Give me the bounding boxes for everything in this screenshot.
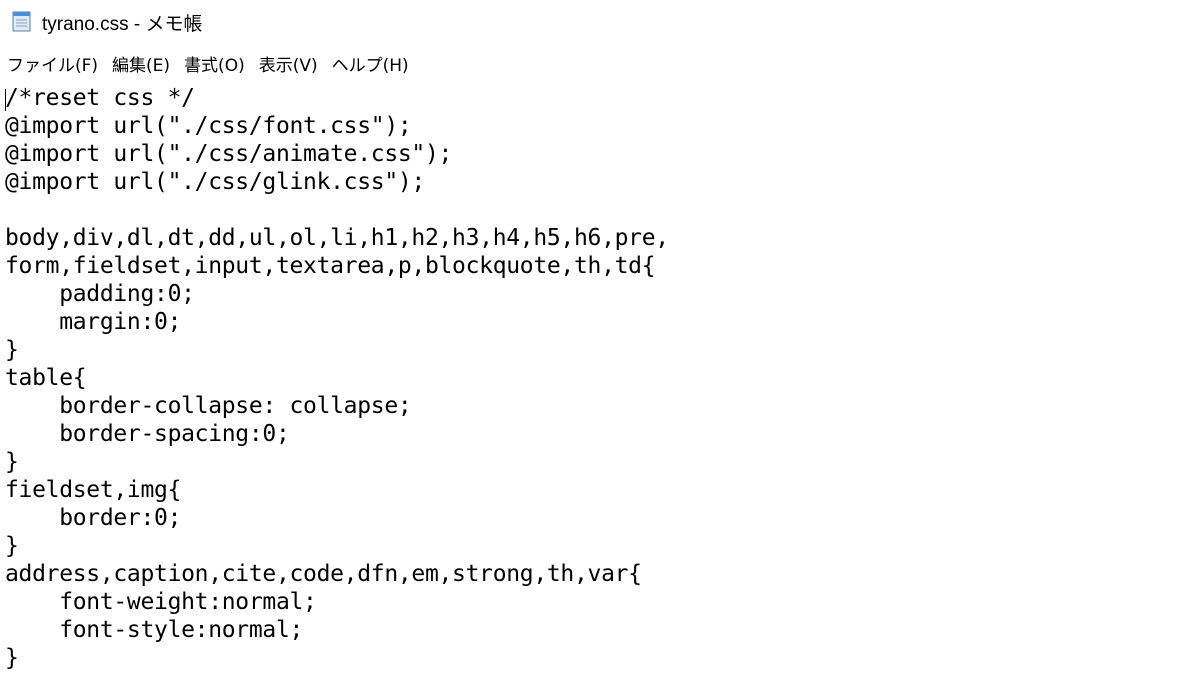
notepad-icon — [12, 11, 31, 32]
menu-bar: ファイル(F) 編集(E) 書式(O) 表示(V) ヘルプ(H) — [0, 52, 416, 80]
menu-file[interactable]: ファイル(F) — [7, 56, 99, 76]
menu-view[interactable]: 表示(V) — [258, 56, 318, 76]
menu-edit[interactable]: 編集(E) — [112, 56, 171, 76]
text-editor[interactable]: /*reset css */ @import url("./css/font.c… — [0, 84, 1200, 675]
menu-help[interactable]: ヘルプ(H) — [331, 56, 409, 76]
text-caret — [5, 89, 6, 111]
window-title: tyrano.css - メモ帳 — [42, 14, 203, 35]
menu-format[interactable]: 書式(O) — [184, 56, 245, 76]
editor-content[interactable]: /*reset css */ @import url("./css/font.c… — [5, 85, 669, 675]
title-bar[interactable]: tyrano.css - メモ帳 — [0, 0, 1200, 44]
